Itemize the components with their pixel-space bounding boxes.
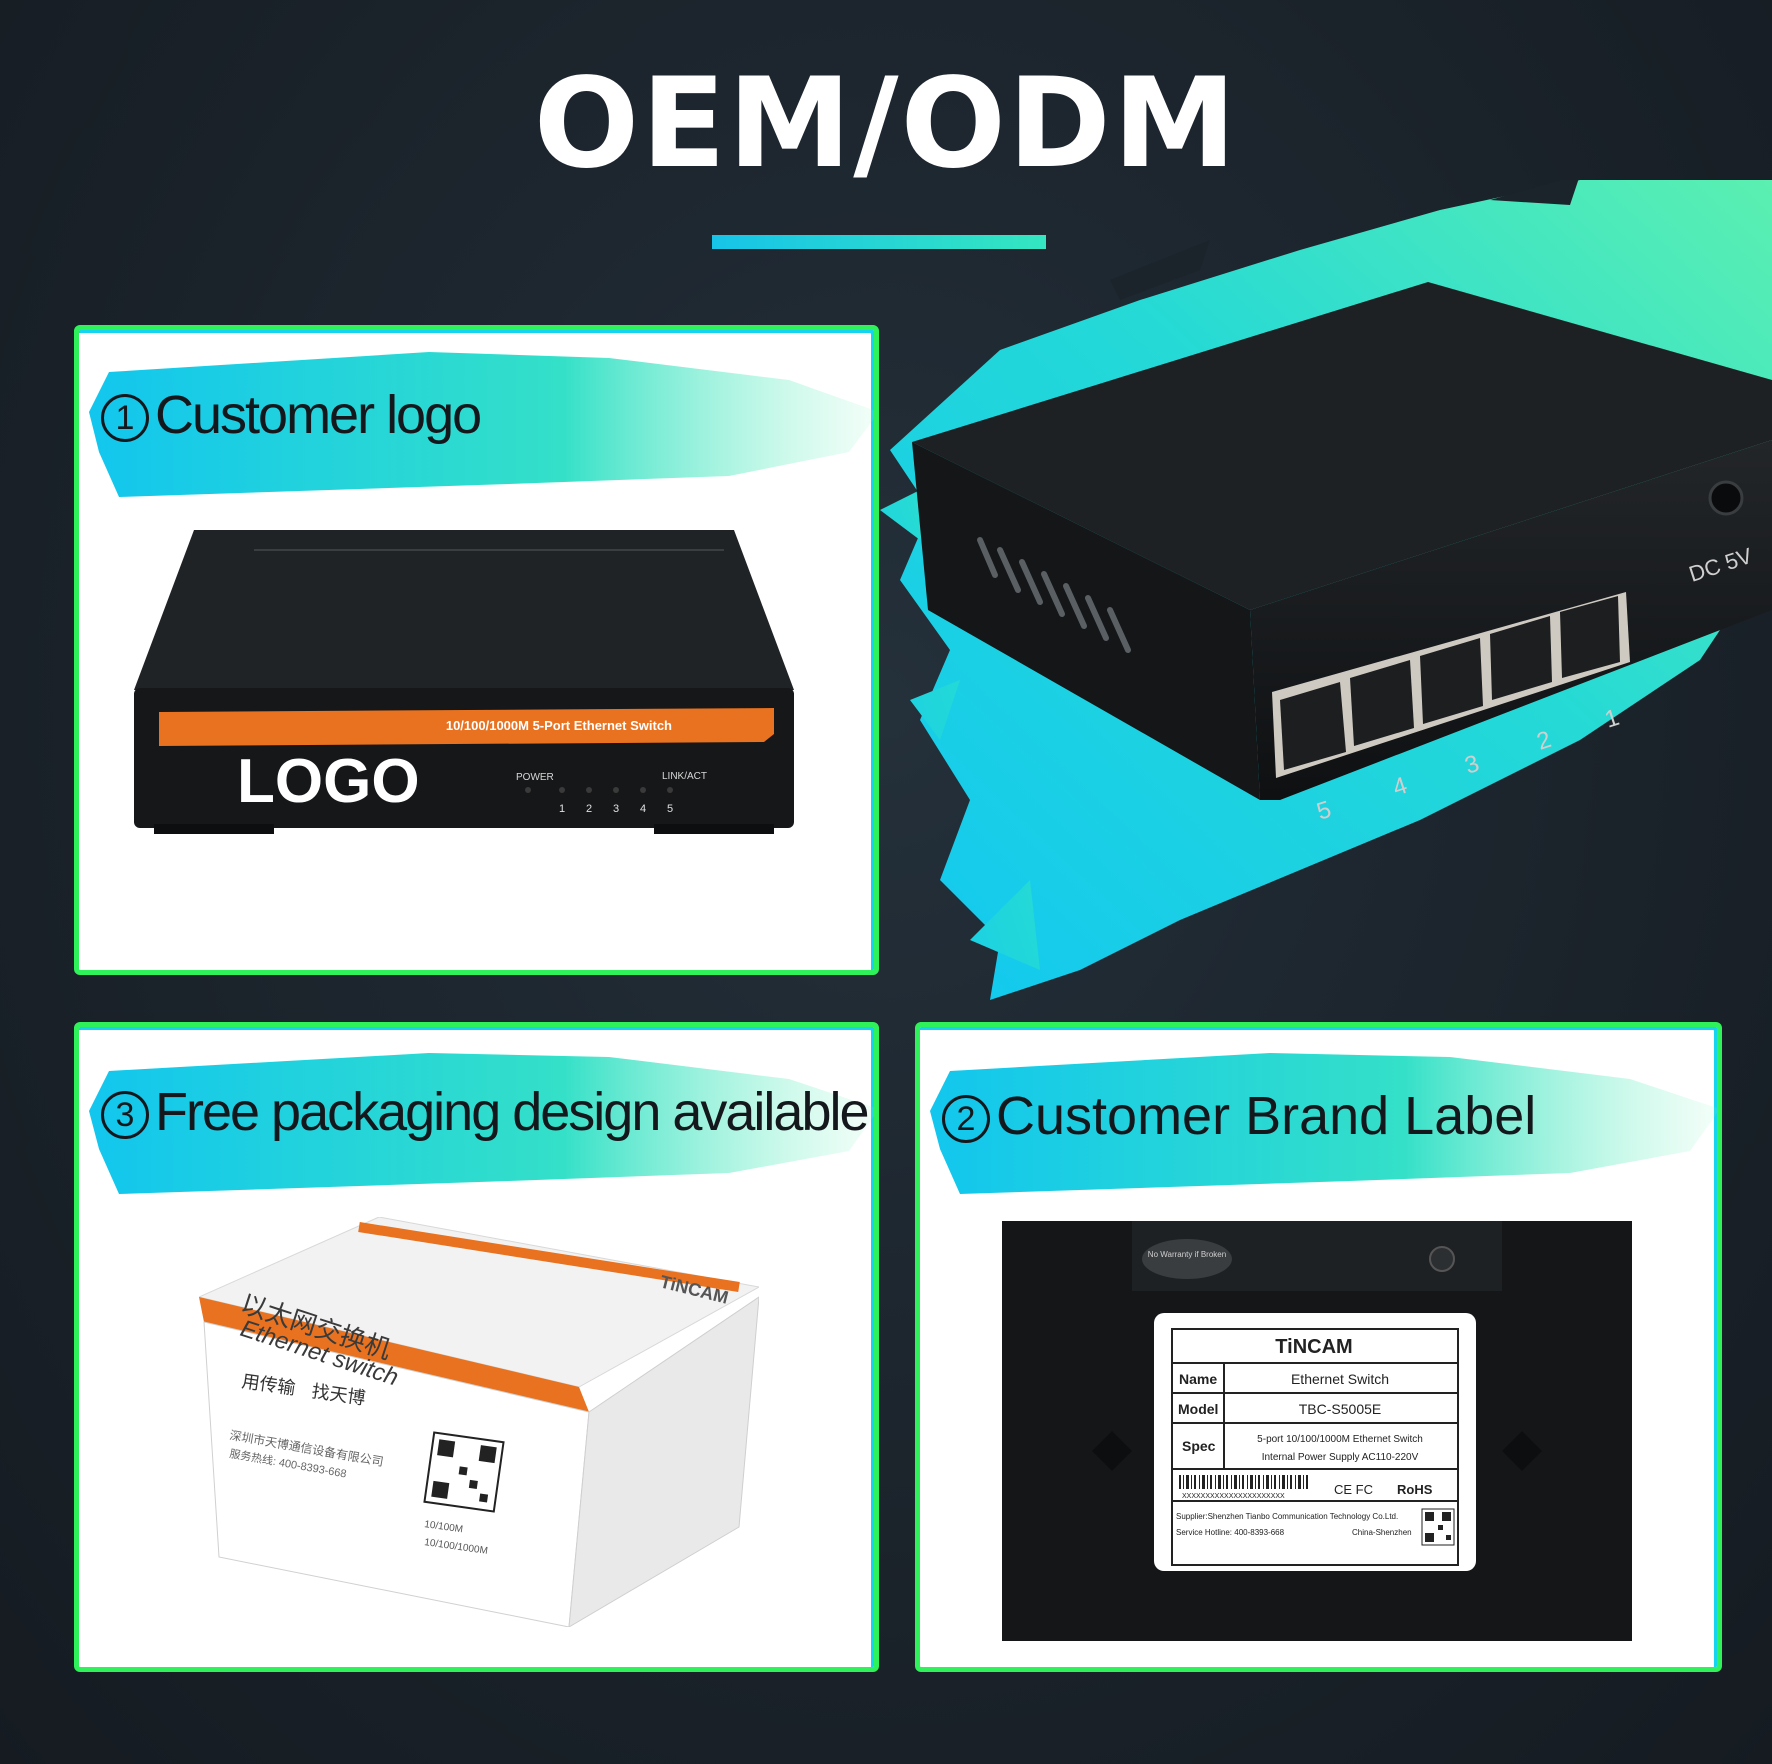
heading-text: Customer Brand Label	[996, 1086, 1537, 1146]
label-value: Internal Power Supply AC110-220V	[1262, 1452, 1419, 1463]
page-title: OEM/ODM	[533, 52, 1239, 196]
heading-text: Free packaging design available	[155, 1082, 870, 1142]
label-origin: China-Shenzhen	[1352, 1528, 1412, 1537]
heading-brush	[930, 1053, 1717, 1194]
number-badge: 2	[942, 1095, 990, 1143]
led-port-number: 4	[640, 803, 646, 815]
label-supplier: Supplier:Shenzhen Tianbo Communication T…	[1176, 1512, 1398, 1521]
label-brand: TiNCAM	[1275, 1336, 1352, 1358]
heading-brush	[89, 1053, 874, 1194]
link-label: LINK/ACT	[662, 771, 707, 782]
label-certs: CE FC	[1334, 1482, 1373, 1497]
label-key: Spec	[1182, 1438, 1216, 1454]
led-port-number: 3	[613, 803, 619, 815]
packaging-box-image: TiNCAM 以太网交换机 Ethernet switch 用传输 找天博 深圳…	[199, 1217, 759, 1627]
heading-text: Customer logo	[155, 385, 482, 445]
label-rohs: RoHS	[1397, 1482, 1433, 1497]
heading-brush	[89, 352, 874, 497]
led-port-number: 2	[586, 803, 592, 815]
switch-front-image: 10/100/1000M 5-Port Ethernet Switch LOGO…	[134, 530, 794, 834]
label-serial: XXXXXXXXXXXXXXXXXXXXXX	[1182, 1493, 1285, 1500]
warranty-sticker: No Warranty if Broken	[1148, 1250, 1226, 1259]
switch-strip-text: 10/100/1000M 5-Port Ethernet Switch	[446, 718, 672, 733]
power-label: POWER	[516, 772, 554, 783]
number-badge: 3	[101, 1091, 149, 1139]
led-port-number: 1	[559, 803, 565, 815]
label-value: 5-port 10/100/1000M Ethernet Switch	[1257, 1434, 1423, 1445]
label-value: TBC-S5005E	[1299, 1401, 1381, 1417]
label-value: Ethernet Switch	[1291, 1371, 1389, 1387]
hero-switch-image: 5 4 3 2 1 DC 5V	[880, 180, 1772, 1000]
number-badge: 1	[101, 394, 149, 442]
led-port-number: 5	[667, 803, 673, 815]
switch-bottom-label-image: No Warranty if Broken TiNCAM Name Ethern…	[1002, 1221, 1632, 1641]
label-key: Name	[1179, 1371, 1217, 1387]
box-option: 10/100M	[424, 1519, 464, 1535]
label-key: Model	[1178, 1401, 1218, 1417]
logo-placeholder: LOGO	[237, 747, 420, 816]
title-underline	[712, 235, 1046, 249]
hero-switch-body	[912, 282, 1772, 800]
label-hotline: Service Hotline: 400-8393-668	[1176, 1528, 1285, 1537]
